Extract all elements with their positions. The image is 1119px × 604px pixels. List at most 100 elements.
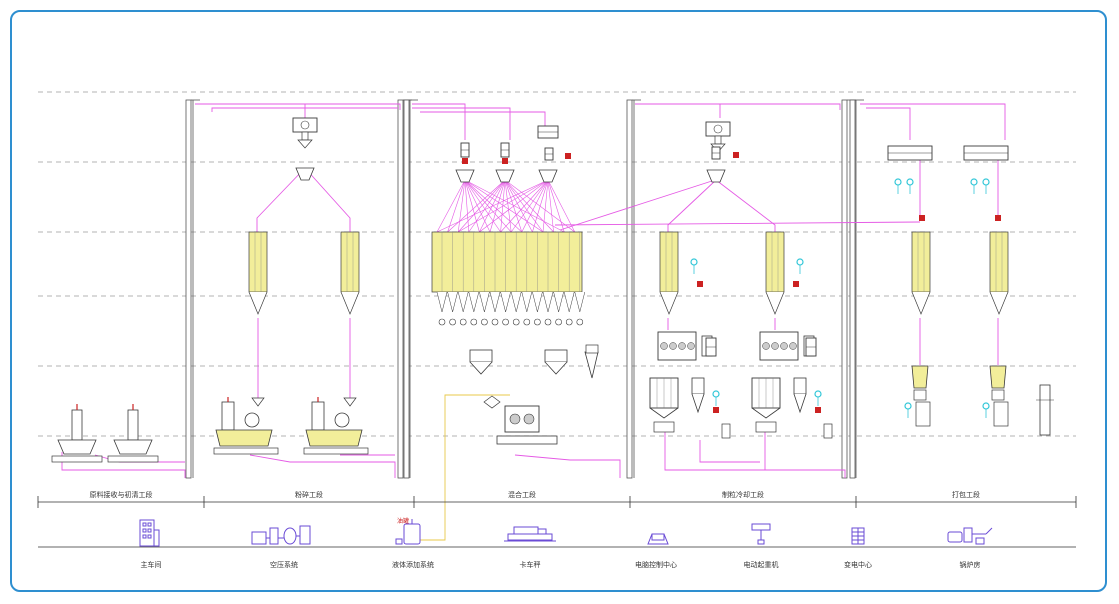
batch-bin-hopper xyxy=(563,291,575,313)
mill-body xyxy=(305,429,363,447)
red-valve xyxy=(502,158,508,164)
batch-scale xyxy=(544,349,568,363)
batch-feeder xyxy=(523,318,531,326)
bin-feed-line xyxy=(436,179,466,233)
cleaner-cone xyxy=(297,139,313,149)
red-valve xyxy=(462,158,468,164)
intake-unit xyxy=(51,404,103,463)
bin-feed-line xyxy=(542,179,549,233)
distributor-body xyxy=(495,169,515,183)
batch-feeder xyxy=(534,318,541,326)
pellet-bin xyxy=(765,231,785,315)
fan xyxy=(823,423,833,439)
facility-label-air-compressor: 空压系统 xyxy=(270,560,298,569)
bin-body xyxy=(340,231,360,293)
pellet-bin xyxy=(659,231,679,315)
elevator-casing xyxy=(849,99,856,479)
batch-bin-hopper xyxy=(468,291,480,313)
cleaner-rotor xyxy=(300,120,310,130)
packing-scale-hopper xyxy=(989,365,1007,389)
packing-scale-hopper xyxy=(911,365,929,389)
small-feeder xyxy=(460,142,470,158)
section-label-packing: 打包工段 xyxy=(952,490,980,499)
distributor-body xyxy=(455,169,475,183)
intake-conveyor xyxy=(107,455,159,463)
floor-guide-lines xyxy=(38,91,1076,437)
facility-label-substation: 变电中心 xyxy=(844,560,872,569)
sensor-marker xyxy=(982,178,990,186)
intake-tower xyxy=(71,409,83,441)
mill-conveyor xyxy=(303,447,369,455)
bag-conveyor xyxy=(1039,384,1051,436)
cooler-crumbler xyxy=(755,421,777,433)
bin-feed-line xyxy=(464,179,523,233)
bin-feed-line xyxy=(489,179,506,233)
bagging-machine xyxy=(993,401,1009,427)
elevator-casing xyxy=(185,99,192,479)
bin-body xyxy=(248,231,268,293)
pellet-roller xyxy=(660,342,668,350)
batch-bin-hopper xyxy=(542,291,554,313)
red-valve xyxy=(793,281,799,287)
elevator-casing xyxy=(626,99,633,479)
crane-icon xyxy=(751,523,771,545)
distributor-body xyxy=(538,169,558,183)
pellet-mill xyxy=(657,331,713,361)
feeder-cone xyxy=(343,397,357,407)
crushing-bin xyxy=(248,231,268,315)
bin-feed-line xyxy=(532,179,549,233)
bin-feed-line xyxy=(504,179,512,233)
red-valve xyxy=(815,407,821,413)
cleaner-neck xyxy=(301,131,309,141)
mill-body xyxy=(215,429,273,447)
cleaner-rotor xyxy=(713,124,723,134)
facility-label-liquid-addition: 液体添加系统 xyxy=(392,560,434,569)
bin-hopper xyxy=(989,291,1009,315)
red-valve xyxy=(713,407,719,413)
small-feeder xyxy=(711,146,721,160)
sensor-marker xyxy=(690,258,698,266)
intake-pit xyxy=(57,439,97,455)
bin-feed-line xyxy=(464,179,565,233)
bin-body xyxy=(765,231,785,293)
cyclone-top xyxy=(691,377,705,395)
bin-feed-line xyxy=(510,179,549,233)
hammer-mill xyxy=(303,397,369,455)
pellet-roller xyxy=(678,342,686,350)
facility-label-crane: 电动起重机 xyxy=(744,560,779,569)
distributor xyxy=(455,169,475,183)
cooler-crumbler xyxy=(653,421,675,433)
bin-hopper xyxy=(659,291,679,315)
red-valve xyxy=(995,215,1001,221)
computer-icon xyxy=(647,533,669,545)
batch-bin-hopper xyxy=(447,291,458,313)
pellet-roller xyxy=(687,342,695,350)
pellet-roller xyxy=(762,342,770,350)
batch-feeder xyxy=(555,318,562,326)
sensor-marker xyxy=(970,178,978,186)
batch-bin-hopper xyxy=(479,291,490,313)
hammer-mill xyxy=(213,397,279,455)
liquid-tank-icon xyxy=(395,519,421,545)
red-valve xyxy=(733,152,739,158)
cyclone-top xyxy=(793,377,807,395)
red-valve xyxy=(697,281,703,287)
cleaner-head xyxy=(705,121,731,137)
bin-feed-line xyxy=(500,179,549,233)
bin-body xyxy=(911,231,931,293)
batch-feeder xyxy=(491,318,499,326)
sensor-marker xyxy=(904,402,912,410)
batch-bin-hopper xyxy=(532,291,543,313)
sensor-marker xyxy=(814,390,822,398)
mixer-shaft xyxy=(509,413,521,425)
batch-bin-hopper xyxy=(510,291,522,313)
equipment xyxy=(51,117,1054,463)
elevator-casing xyxy=(397,99,404,479)
red-valve xyxy=(919,215,925,221)
elevator-casing xyxy=(841,99,848,479)
sensor-marker xyxy=(982,402,990,410)
bin-feed-line xyxy=(447,179,506,233)
batch-feeder xyxy=(565,318,573,326)
counterflow-cooler xyxy=(751,377,781,433)
